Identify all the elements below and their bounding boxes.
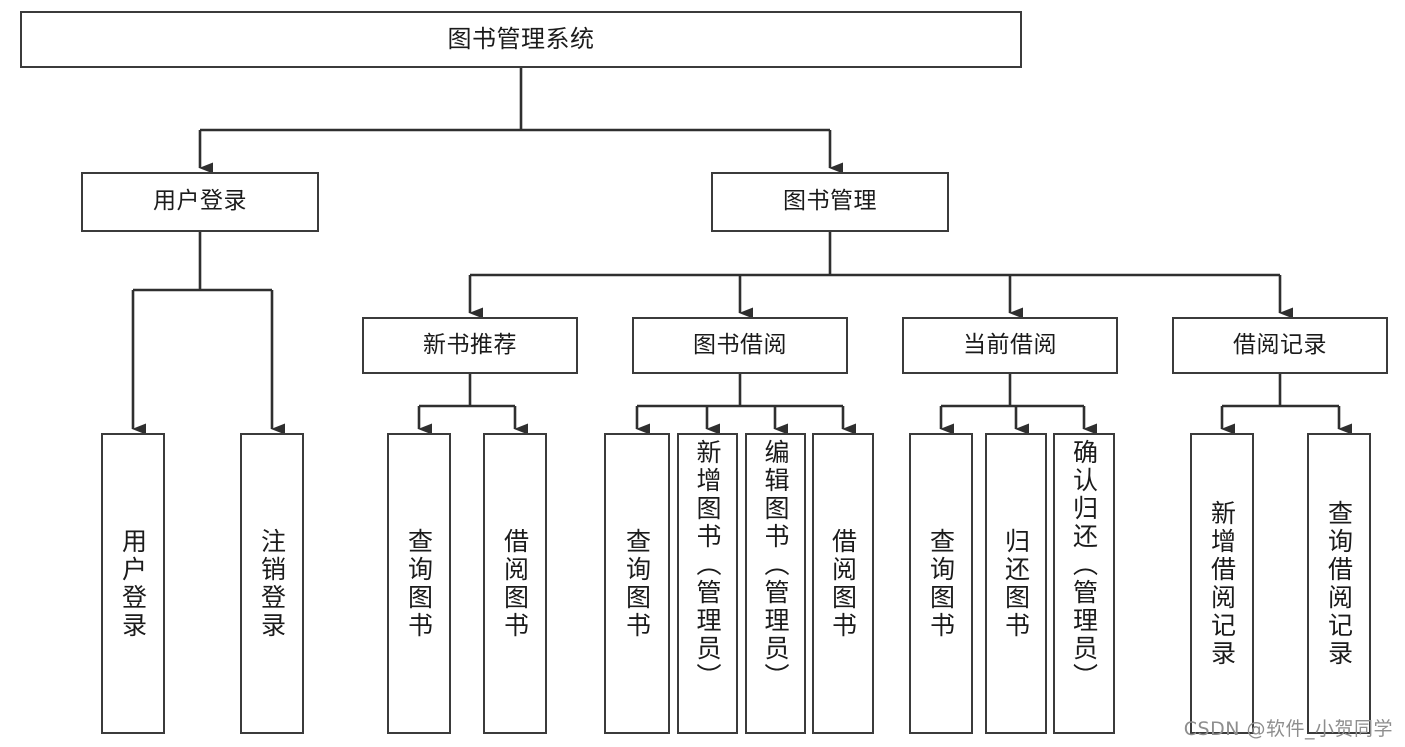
node-leaf-add-record[interactable]: 新增借阅记录 — [1190, 433, 1254, 734]
node-leaf-borrow-book-1[interactable]: 借阅图书 — [483, 433, 547, 734]
node-user-login-label: 用户登录 — [153, 188, 247, 215]
node-leaf-query-record-label: 查询借阅记录 — [1324, 499, 1354, 668]
node-leaf-borrow-book-1-label: 借阅图书 — [500, 527, 530, 640]
node-leaf-query-book-1-label: 查询图书 — [404, 527, 434, 640]
node-current-borrow-label: 当前借阅 — [963, 331, 1057, 358]
node-book-borrow-label: 图书借阅 — [693, 331, 787, 358]
node-leaf-confirm-return[interactable]: 确认归还（管理员） — [1053, 433, 1115, 734]
csdn-watermark: CSDN @软件_小贺同学 — [1183, 718, 1393, 740]
node-leaf-edit-book-label: 编辑图书（管理员） — [761, 439, 790, 691]
node-leaf-query-book-2[interactable]: 查询图书 — [604, 433, 670, 734]
node-leaf-user-login-label: 用户登录 — [118, 527, 148, 640]
node-leaf-edit-book[interactable]: 编辑图书（管理员） — [745, 433, 806, 734]
node-leaf-query-book-3[interactable]: 查询图书 — [909, 433, 973, 734]
node-book-manage[interactable]: 图书管理 — [711, 172, 949, 232]
node-book-manage-label: 图书管理 — [783, 188, 877, 215]
node-leaf-user-login[interactable]: 用户登录 — [101, 433, 165, 734]
node-leaf-add-book[interactable]: 新增图书（管理员） — [677, 433, 738, 734]
node-leaf-return-book-label: 归还图书 — [1001, 527, 1031, 640]
node-book-borrow[interactable]: 图书借阅 — [632, 317, 848, 374]
node-leaf-borrow-book-2[interactable]: 借阅图书 — [812, 433, 874, 734]
node-borrow-record[interactable]: 借阅记录 — [1172, 317, 1388, 374]
node-new-book-recommend[interactable]: 新书推荐 — [362, 317, 578, 374]
node-user-login[interactable]: 用户登录 — [81, 172, 319, 232]
node-new-book-recommend-label: 新书推荐 — [423, 331, 517, 358]
node-leaf-confirm-return-label: 确认归还（管理员） — [1069, 439, 1099, 691]
node-leaf-add-book-label: 新增图书（管理员） — [693, 439, 722, 691]
node-leaf-add-record-label: 新增借阅记录 — [1207, 499, 1237, 668]
node-leaf-borrow-book-2-label: 借阅图书 — [828, 527, 858, 640]
node-leaf-query-book-2-label: 查询图书 — [622, 527, 652, 640]
node-leaf-logout-label: 注销登录 — [257, 527, 287, 640]
node-leaf-query-record[interactable]: 查询借阅记录 — [1307, 433, 1371, 734]
node-root[interactable]: 图书管理系统 — [20, 11, 1022, 68]
node-current-borrow[interactable]: 当前借阅 — [902, 317, 1118, 374]
node-borrow-record-label: 借阅记录 — [1233, 331, 1327, 358]
node-root-label: 图书管理系统 — [447, 25, 595, 54]
node-leaf-query-book-3-label: 查询图书 — [926, 527, 956, 640]
node-leaf-query-book-1[interactable]: 查询图书 — [387, 433, 451, 734]
node-leaf-logout[interactable]: 注销登录 — [240, 433, 304, 734]
node-leaf-return-book[interactable]: 归还图书 — [985, 433, 1047, 734]
